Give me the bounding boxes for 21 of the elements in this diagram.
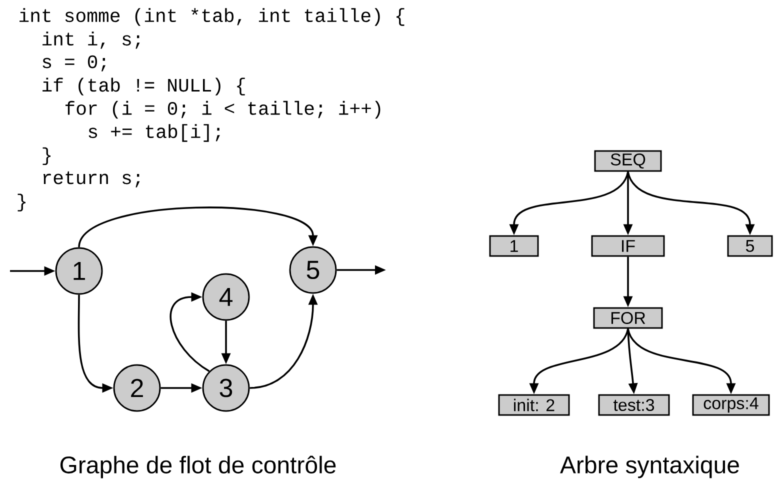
arrow xyxy=(170,292,210,372)
tree-box: test:3 xyxy=(598,394,670,416)
tree-box: SEQ xyxy=(594,150,662,172)
tree-box: FOR xyxy=(593,307,663,329)
tree-box: IF xyxy=(591,235,665,257)
code-line: s = 0; xyxy=(42,55,106,72)
caption: Arbre syntaxique xyxy=(560,456,739,478)
code-line: for (i = 0; i < taille; i++) xyxy=(66,100,380,119)
code-line: return s; xyxy=(43,171,140,188)
code-line: int i, s; xyxy=(42,32,140,49)
code-line: if (tab != NULL) { xyxy=(42,78,245,96)
arrow xyxy=(78,206,318,248)
tree-box: 1 xyxy=(489,235,539,257)
tree-box: init: 2 xyxy=(498,394,570,416)
code-line: } xyxy=(18,194,26,212)
code-line: s += tab[i]; xyxy=(88,124,220,142)
code-line: int somme (int *tab, int taille) { xyxy=(20,8,404,26)
tree-box: corps:4 xyxy=(692,394,770,416)
caption: Graphe de flot de contrôle xyxy=(60,456,336,478)
tree-box: 5 xyxy=(727,235,773,257)
code-line: } xyxy=(42,147,50,166)
